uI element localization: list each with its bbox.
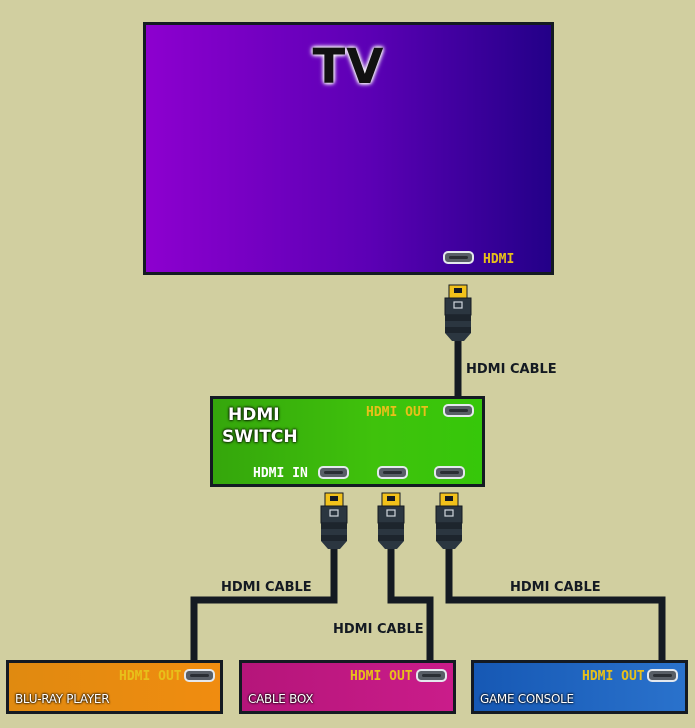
tv-title: TV — [312, 39, 385, 95]
switch-out-port[interactable] — [443, 404, 474, 417]
device-name: BLU-RAY PLAYER — [15, 692, 110, 706]
plug-switch-in-1-icon — [320, 492, 348, 549]
device-hdmi-port[interactable] — [184, 669, 215, 682]
device-port-label: HDMI OUT — [119, 669, 182, 684]
switch-title-line2: SWITCH — [222, 427, 298, 447]
device-port-label: HDMI OUT — [582, 669, 645, 684]
tv-hdmi-label: HDMI — [483, 252, 515, 267]
device-hdmi-port[interactable] — [416, 669, 447, 682]
device-cable-box: HDMI OUT CABLE BOX — [239, 660, 456, 714]
hdmi-switch: HDMI SWITCH HDMI OUT HDMI IN — [210, 396, 485, 487]
cable-label-bluray: HDMI CABLE — [221, 580, 312, 595]
cable-label-cablebox: HDMI CABLE — [333, 622, 424, 637]
switch-title: HDMI SWITCH — [222, 404, 298, 448]
cable-switch-cablebox — [387, 546, 434, 664]
switch-title-line1: HDMI — [228, 405, 280, 425]
device-hdmi-port[interactable] — [647, 669, 678, 682]
device-port-label: HDMI OUT — [350, 669, 413, 684]
switch-in-port-3[interactable] — [434, 466, 465, 479]
tv: TV HDMI — [143, 22, 554, 275]
switch-in-port-1[interactable] — [318, 466, 349, 479]
switch-out-label: HDMI OUT — [366, 405, 429, 420]
device-name: GAME CONSOLE — [480, 692, 574, 706]
plug-switch-in-3-icon — [435, 492, 463, 549]
cable-switch-console — [445, 546, 666, 664]
plug-switch-in-2-icon — [377, 492, 405, 549]
cable-label-console: HDMI CABLE — [510, 580, 601, 595]
plug-tv-icon — [444, 284, 472, 341]
device-blu-ray-player: HDMI OUT BLU-RAY PLAYER — [6, 660, 223, 714]
tv-hdmi-port[interactable] — [443, 251, 474, 264]
device-name: CABLE BOX — [248, 692, 314, 706]
device-game-console: HDMI OUT GAME CONSOLE — [471, 660, 688, 714]
cable-label-tv: HDMI CABLE — [466, 362, 557, 377]
switch-in-port-2[interactable] — [377, 466, 408, 479]
cable-switch-bluray — [190, 546, 338, 664]
switch-in-label: HDMI IN — [253, 466, 308, 481]
